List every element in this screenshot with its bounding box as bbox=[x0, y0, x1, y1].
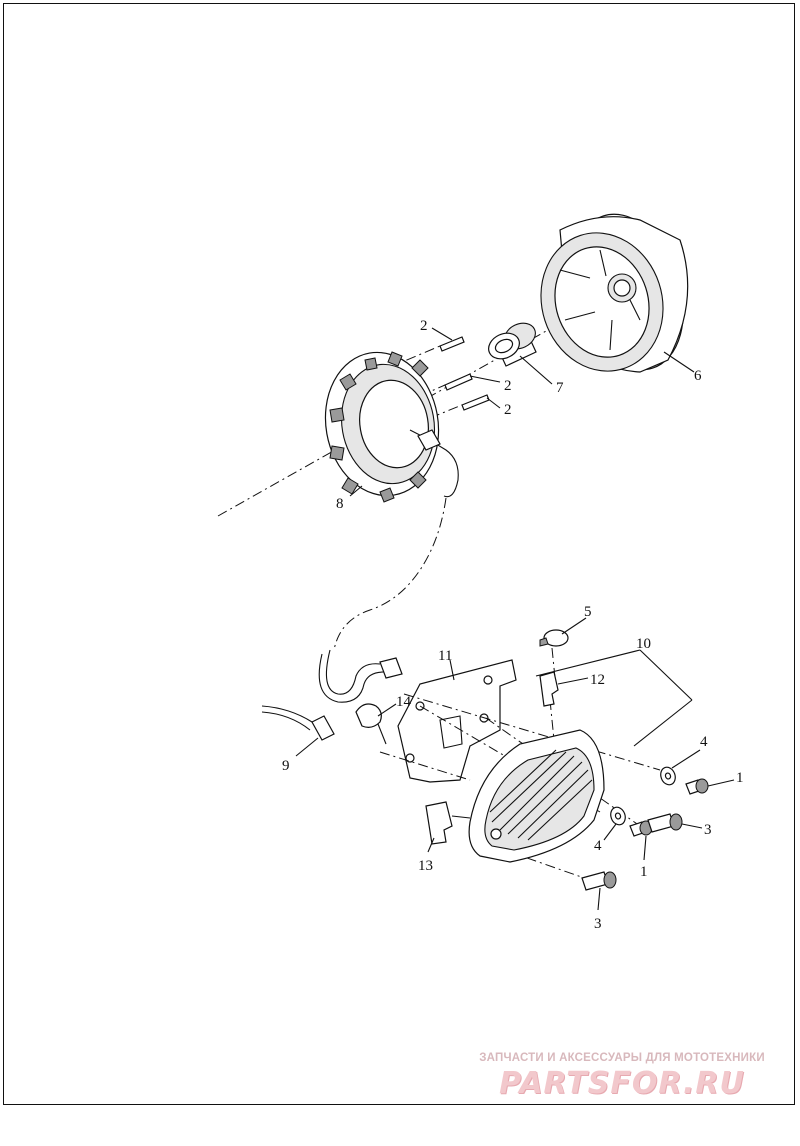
callout-2b: 2 bbox=[504, 378, 512, 394]
rotor-icon bbox=[540, 213, 689, 373]
callout-1b: 1 bbox=[640, 864, 648, 880]
watermark-tagline: ЗАПЧАСТИ И АКСЕССУАРЫ ДЛЯ МОТОТЕХНИКИ bbox=[479, 1052, 765, 1064]
clip-icon bbox=[539, 671, 559, 707]
clip-icon bbox=[425, 801, 471, 845]
callout-2c: 2 bbox=[504, 402, 512, 418]
callout-1a: 1 bbox=[736, 770, 744, 786]
callout-2a: 2 bbox=[420, 318, 428, 334]
callout-3a: 3 bbox=[704, 822, 712, 838]
callout-14: 14 bbox=[396, 694, 412, 710]
callout-5: 5 bbox=[584, 604, 592, 620]
leader-lines bbox=[295, 327, 735, 911]
watermark-logo: PARTSFOR.RU bbox=[499, 1066, 745, 1101]
bracket-icon bbox=[397, 659, 517, 783]
callout-12: 12 bbox=[590, 672, 605, 688]
connector-icon bbox=[261, 649, 403, 741]
page-border bbox=[3, 3, 795, 1105]
callout-7: 7 bbox=[556, 380, 564, 396]
harness-path bbox=[333, 497, 447, 651]
callout-13: 13 bbox=[418, 858, 433, 874]
callout-8: 8 bbox=[336, 496, 344, 512]
callout-11: 11 bbox=[438, 648, 452, 664]
cable-tie-icon bbox=[355, 703, 387, 745]
callout-10: 10 bbox=[636, 636, 651, 652]
callout-6: 6 bbox=[694, 368, 702, 384]
callout-3b: 3 bbox=[594, 916, 602, 932]
spacer-icon bbox=[488, 322, 537, 367]
callout-4b: 4 bbox=[594, 838, 602, 854]
callout-4a: 4 bbox=[700, 734, 708, 750]
watermark: ЗАПЧАСТИ И АКСЕССУАРЫ ДЛЯ МОТОТЕХНИКИ PA… bbox=[462, 1052, 782, 1101]
screw-icon bbox=[581, 778, 709, 891]
stator-icon bbox=[324, 351, 459, 503]
callout-9: 9 bbox=[282, 758, 290, 774]
washer-icon bbox=[610, 766, 676, 826]
regulator-icon bbox=[468, 729, 605, 863]
